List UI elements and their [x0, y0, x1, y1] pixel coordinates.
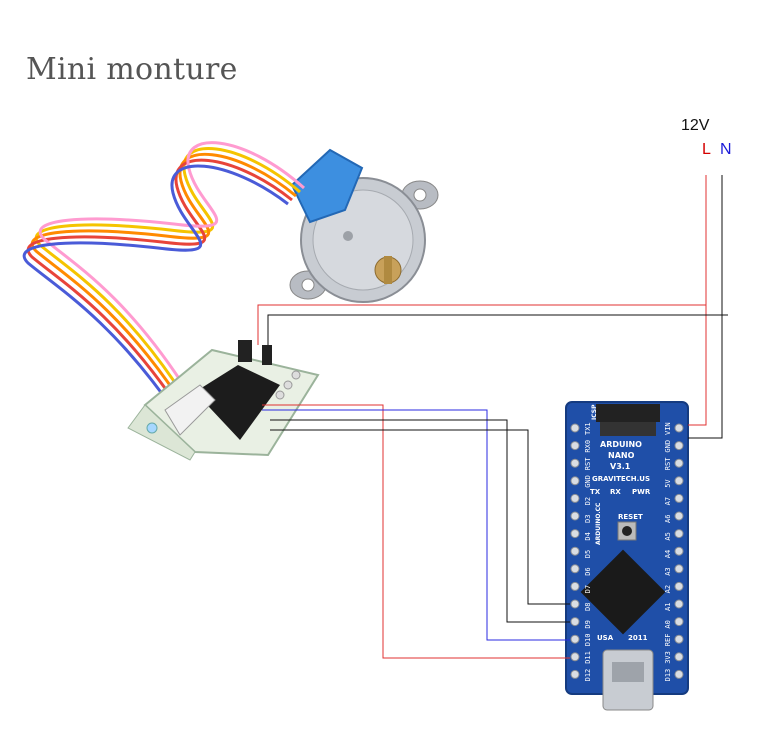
arduino-name-line2: NANO: [608, 451, 635, 460]
right-pin-label: REF: [664, 634, 672, 647]
right-pin-hole: [674, 458, 684, 468]
left-pin-hole: [570, 652, 580, 662]
right-pin-hole: [674, 529, 684, 539]
right-pin-hole: [674, 423, 684, 433]
left-pin-hole: [570, 634, 580, 644]
right-pin-label: A3: [664, 567, 672, 575]
left-pin-hole: [570, 476, 580, 486]
right-pin-hole: [674, 511, 684, 521]
right-pin-hole: [674, 599, 684, 609]
arduino-nano-board-icon: ARDUINO NANO V3.1 GRAVITECH.US TX RX PWR…: [565, 401, 689, 711]
left-pin-hole: [570, 581, 580, 591]
right-pin-hole: [674, 564, 684, 574]
signal-wire-in4: [262, 404, 570, 659]
right-pin-label: A7: [664, 497, 672, 505]
left-pin-label: D5: [584, 550, 592, 558]
stepper-motor-icon: [289, 148, 439, 303]
right-pin-label: A6: [664, 515, 672, 523]
icsp-label: ICSP: [591, 404, 598, 420]
right-pin-label: GND: [664, 440, 672, 453]
right-pin-label: RST: [664, 457, 672, 470]
left-pin-hole: [570, 529, 580, 539]
page-title: Mini monture: [26, 52, 238, 87]
right-pin-label: VIN: [664, 422, 672, 435]
right-pin-label: D13: [664, 669, 672, 682]
live-wire: [688, 175, 707, 426]
supply-neutral-label: N: [720, 141, 732, 158]
arduino-version: V3.1: [610, 462, 631, 471]
left-pin-label: D11: [584, 651, 592, 664]
arduino-name-line1: ARDUINO: [600, 440, 642, 449]
right-pin-label: A2: [664, 585, 672, 593]
left-pin-label: D7: [584, 585, 592, 593]
right-pin-hole: [674, 617, 684, 627]
signal-wire-in3: [262, 409, 570, 641]
left-pin-label: RX0: [584, 440, 592, 453]
left-pin-label: GND: [584, 475, 592, 488]
right-pin-hole: [674, 652, 684, 662]
left-pin-label: D3: [584, 515, 592, 523]
left-pin-hole: [570, 564, 580, 574]
usa-label: USA: [597, 634, 614, 642]
right-pin-hole: [674, 476, 684, 486]
signal-wire-in2: [270, 419, 570, 623]
left-pin-label: D10: [584, 634, 592, 647]
left-pin-hole: [570, 617, 580, 627]
right-pin-label: A4: [664, 550, 672, 558]
power-wires: [257, 175, 728, 439]
supply-voltage-label: 12V: [681, 117, 710, 134]
neutral-to-driver-wire: [267, 314, 728, 345]
arduino-maker: GRAVITECH.US: [592, 475, 650, 483]
led-tx-label: TX: [590, 488, 601, 496]
right-pin-hole: [674, 441, 684, 451]
left-pin-label: RST: [584, 457, 592, 470]
signal-wire-in1: [270, 429, 570, 605]
left-pin-label: D4: [584, 532, 592, 540]
motor-ribbon-wires: [22, 141, 306, 403]
left-pin-label: D2: [584, 497, 592, 505]
left-pin-hole: [570, 511, 580, 521]
left-pin-hole: [570, 441, 580, 451]
year-label: 2011: [628, 634, 648, 642]
left-pin-hole: [570, 546, 580, 556]
reset-label: RESET: [618, 513, 643, 521]
left-pin-label: D12: [584, 669, 592, 682]
right-pin-label: 5V: [664, 479, 672, 488]
left-pin-label: D6: [584, 567, 592, 575]
left-pin-label: D9: [584, 620, 592, 628]
right-pin-label: A0: [664, 620, 672, 628]
left-pin-hole: [570, 669, 580, 679]
signal-wires: [262, 404, 570, 659]
arduino-site-label: ARDUINO.CC: [595, 502, 602, 545]
supply-live-label: L: [702, 141, 711, 158]
right-pin-label: A1: [664, 603, 672, 611]
right-pin-hole: [674, 493, 684, 503]
right-pin-hole: [674, 669, 684, 679]
left-pin-hole: [570, 599, 580, 609]
left-pin-hole: [570, 458, 580, 468]
left-pin-label: D8: [584, 603, 592, 611]
left-pin-hole: [570, 423, 580, 433]
right-pin-hole: [674, 634, 684, 644]
left-pin-hole: [570, 493, 580, 503]
neutral-wire: [688, 175, 723, 439]
live-to-driver-wire: [257, 304, 706, 345]
led-rx-label: RX: [610, 488, 621, 496]
right-pin-label: 3V3: [664, 651, 672, 664]
right-pin-label: A5: [664, 532, 672, 540]
led-pwr-label: PWR: [632, 488, 651, 496]
left-pin-label: TX1: [584, 422, 592, 435]
right-pin-hole: [674, 546, 684, 556]
right-pin-hole: [674, 581, 684, 591]
uln2003-driver-board-icon: [127, 340, 320, 461]
